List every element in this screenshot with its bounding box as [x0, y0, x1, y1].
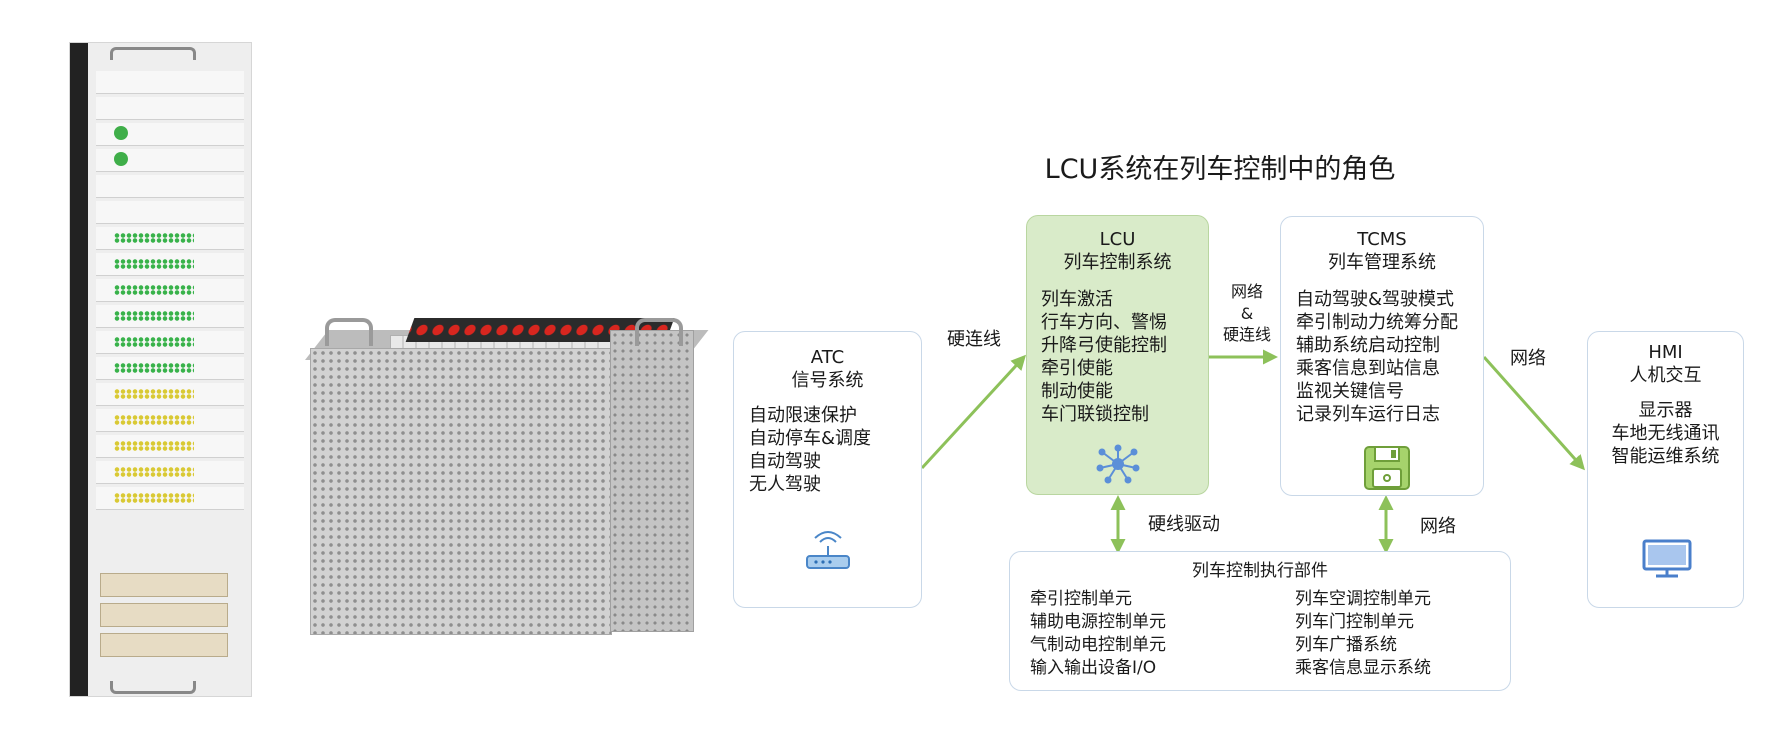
label-lcu-actuators: 硬线驱动: [1148, 514, 1220, 535]
lcu-item: 制动使能: [1041, 381, 1113, 402]
tcms-item: 乘客信息到站信息: [1296, 358, 1440, 379]
atc-item: 自动停车&调度: [749, 428, 872, 449]
label-lcu-tcms-2: &: [1240, 304, 1254, 323]
floppy-disk-icon: [1364, 446, 1410, 490]
tcms-item: 辅助系统启动控制: [1296, 335, 1440, 356]
atc-name: ATC: [810, 347, 845, 368]
atc-item: 自动驾驶: [749, 451, 821, 472]
monitor-icon: [1642, 539, 1692, 578]
actuator-item: 辅助电源控制单元: [1030, 612, 1166, 632]
hmi-item: 智能运维系统: [1611, 446, 1720, 467]
wifi-router-icon: [806, 531, 850, 569]
label-lcu-tcms-3: 硬连线: [1222, 325, 1271, 344]
atc-box: ATC 信号系统 自动限速保护 自动停车&调度 自动驾驶 无人驾驶: [733, 331, 922, 608]
arrow-atc-to-lcu: [920, 354, 1027, 470]
actuators-box: 列车控制执行部件 牵引控制单元 辅助电源控制单元 气制动电控制单元 输入输出设备…: [1009, 551, 1511, 691]
tcms-item: 牵引制动力统筹分配: [1296, 312, 1458, 333]
actuator-item: 乘客信息显示系统: [1295, 658, 1431, 678]
tcms-box: TCMS 列车管理系统 自动驾驶&驾驶模式 牵引制动力统筹分配 辅助系统启动控制…: [1280, 216, 1484, 496]
lcu-subtitle: 列车控制系统: [1063, 252, 1172, 273]
hmi-item: 车地无线通讯: [1611, 423, 1720, 444]
hmi-item: 显示器: [1638, 400, 1693, 421]
label-atc-lcu: 硬连线: [947, 329, 1001, 350]
lcu-item: 牵引使能: [1041, 358, 1113, 379]
tcms-subtitle: 列车管理系统: [1328, 252, 1436, 273]
actuator-item: 列车门控制单元: [1295, 612, 1414, 632]
actuator-item: 输入输出设备I/O: [1030, 658, 1157, 678]
label-lcu-tcms-1: 网络: [1230, 282, 1263, 301]
tcms-item: 自动驾驶&驾驶模式: [1296, 289, 1455, 310]
label-tcms-hmi: 网络: [1510, 348, 1546, 369]
actuator-item: 气制动电控制单元: [1030, 635, 1166, 655]
atc-item: 自动限速保护: [749, 405, 857, 426]
tcms-item: 监视关键信号: [1296, 381, 1404, 402]
hmi-name: HMI: [1648, 342, 1683, 363]
lcu-item: 列车激活: [1041, 289, 1113, 310]
lcu-name: LCU: [1099, 229, 1136, 250]
actuators-title: 列车控制执行部件: [1192, 561, 1328, 581]
hmi-subtitle: 人机交互: [1629, 365, 1702, 386]
lcu-item: 车门联锁控制: [1041, 404, 1149, 425]
arrow-tcms-to-hmi: [1482, 356, 1585, 471]
atc-item: 无人驾驶: [749, 474, 821, 495]
network-hub-icon: [1096, 444, 1140, 484]
actuator-item: 牵引控制单元: [1030, 589, 1132, 609]
diagram-title: LCU系统在列车控制中的角色: [1044, 154, 1396, 185]
actuator-item: 列车空调控制单元: [1295, 589, 1431, 609]
actuator-item: 列车广播系统: [1295, 635, 1397, 655]
tcms-name: TCMS: [1357, 229, 1407, 250]
tcms-item: 记录列车运行日志: [1296, 404, 1440, 425]
hmi-box: HMI 人机交互 显示器 车地无线通讯 智能运维系统: [1587, 331, 1744, 608]
label-tcms-actuators: 网络: [1420, 516, 1456, 537]
lcu-item: 升降弓使能控制: [1041, 335, 1167, 356]
atc-subtitle: 信号系统: [791, 370, 864, 391]
lcu-box: LCU 列车控制系统 列车激活 行车方向、警惕 升降弓使能控制 牵引使能 制动使…: [1026, 215, 1209, 495]
lcu-item: 行车方向、警惕: [1041, 312, 1167, 333]
